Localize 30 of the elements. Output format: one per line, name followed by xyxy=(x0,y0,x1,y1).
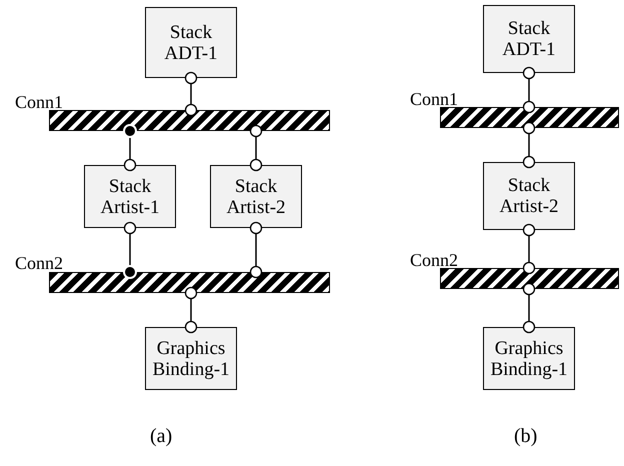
component-box xyxy=(483,327,575,390)
connector-line xyxy=(250,222,262,278)
component-box xyxy=(145,7,237,78)
connector-line xyxy=(184,286,198,334)
component-box xyxy=(483,5,575,73)
connector-line xyxy=(184,72,198,116)
connector-line xyxy=(522,224,536,274)
component-label: Stack Artist-1 xyxy=(99,176,161,218)
connector-line xyxy=(123,222,137,279)
connector-line xyxy=(522,282,536,334)
connector-label: Conn2 xyxy=(15,254,64,272)
component-box xyxy=(483,162,575,230)
connector-label: Conn2 xyxy=(410,251,458,269)
connector-label: Conn1 xyxy=(15,93,64,111)
component-label: Stack ADT-1 xyxy=(163,22,219,64)
connector-line xyxy=(123,124,137,172)
component-label: Graphics Binding-1 xyxy=(151,338,231,380)
component-label: Stack Artist-2 xyxy=(225,176,287,218)
component-box xyxy=(145,327,237,390)
component-box xyxy=(84,165,176,228)
connector-line xyxy=(250,124,262,172)
connector-line xyxy=(522,66,536,114)
connector-label: Conn1 xyxy=(410,90,458,108)
component-label: Stack Artist-2 xyxy=(498,175,560,217)
component-box xyxy=(210,165,302,228)
panel-caption: (b) xyxy=(514,425,538,448)
component-label: Graphics Binding-1 xyxy=(489,338,569,380)
connector-line xyxy=(522,122,536,168)
panel-caption: (a) xyxy=(150,425,172,448)
component-label: Stack ADT-1 xyxy=(501,18,557,60)
